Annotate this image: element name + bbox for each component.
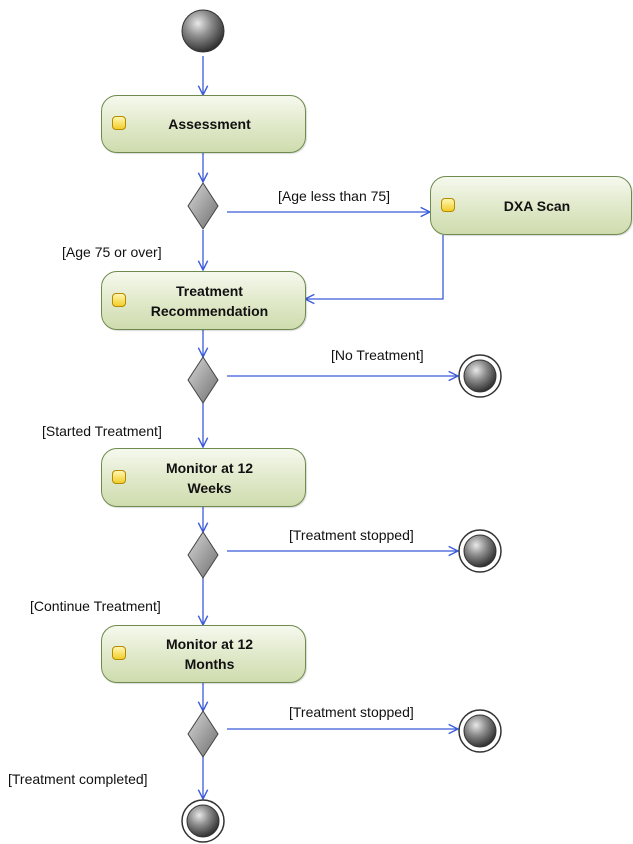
flow-dxa-to-recommendation — [305, 235, 444, 299]
guard-age-75-or-over: [Age 75 or over] — [62, 244, 162, 260]
action-label: Monitor at 12 Months — [144, 634, 263, 674]
guard-continue-treatment: [Continue Treatment] — [30, 598, 161, 614]
final-node-stopped-weeks — [458, 529, 502, 573]
action-treatment-recommendation[interactable]: Treatment Recommendation — [101, 271, 306, 330]
action-label-line-2: Weeks — [187, 479, 232, 496]
action-label: Treatment Recommendation — [129, 281, 278, 321]
action-label-line-1: Monitor at 12 — [165, 636, 254, 652]
guard-treatment-completed: [Treatment completed] — [8, 771, 148, 787]
decision-node-age — [187, 182, 219, 230]
action-label: DXA Scan — [503, 197, 571, 214]
decision-node-weeks — [187, 531, 219, 579]
action-monitor-12-months[interactable]: Monitor at 12 Months — [101, 625, 306, 683]
final-node-no-treatment — [458, 354, 502, 398]
action-icon — [112, 292, 126, 307]
action-monitor-12-weeks[interactable]: Monitor at 12 Weeks — [101, 448, 306, 507]
action-label-line-1: Treatment — [176, 282, 243, 299]
action-assessment[interactable]: Assessment — [101, 95, 306, 153]
final-node-completed — [181, 799, 225, 843]
guard-treatment-stopped-months: [Treatment stopped] — [289, 704, 414, 720]
guard-age-less-than-75: [Age less than 75] — [278, 188, 391, 204]
final-node-stopped-months — [458, 709, 502, 753]
guard-started-treatment: [Started Treatment] — [42, 423, 162, 439]
guard-treatment-stopped-weeks: [Treatment stopped] — [289, 527, 414, 543]
action-icon — [441, 197, 455, 212]
action-icon — [112, 646, 126, 660]
action-dxa-scan[interactable]: DXA Scan — [430, 176, 632, 235]
guard-no-treatment: [No Treatment] — [331, 347, 424, 363]
initial-node — [181, 9, 225, 53]
decision-node-treatment — [187, 356, 219, 404]
action-label-line-2: Recommendation — [150, 302, 269, 319]
action-icon — [112, 469, 126, 484]
action-label: Monitor at 12 Weeks — [144, 458, 263, 498]
action-label-line-1: Monitor at 12 — [165, 459, 254, 476]
decision-node-months — [187, 710, 219, 758]
action-label-line-2: Months — [184, 656, 235, 672]
action-icon — [112, 116, 126, 130]
action-label: Assessment — [168, 116, 251, 132]
